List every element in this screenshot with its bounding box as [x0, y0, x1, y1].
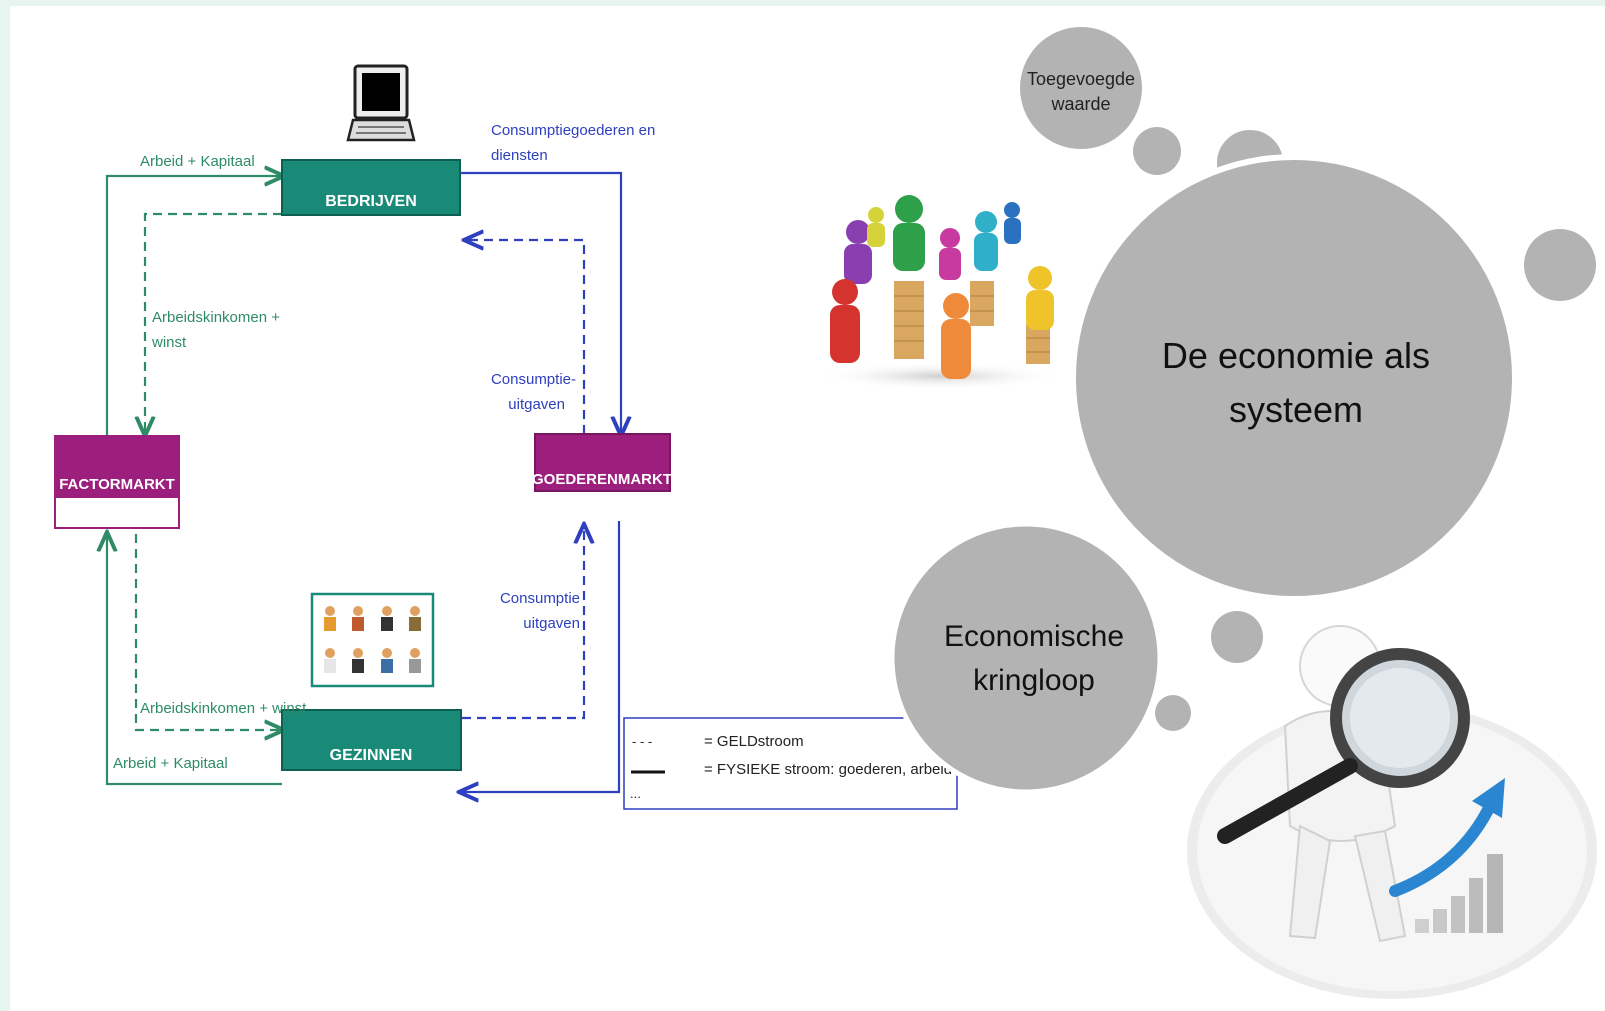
- node-gezinnen: GEZINNEN: [281, 709, 462, 771]
- bubble-kringloop-line2: kringloop: [973, 664, 1095, 697]
- figure-blue: [1004, 202, 1021, 244]
- figure-purple: [844, 220, 872, 284]
- colored-people-on-coins-illustration: [815, 195, 1065, 390]
- flow-goederen-to-gezinnen: [461, 521, 621, 792]
- bubble-toegevoegde-waarde: [1020, 27, 1142, 149]
- laptop-icon: [346, 64, 416, 142]
- node-factormarkt-label: FACTORMARKT: [59, 476, 175, 493]
- label-consumptiegoederen-line1: Consumptiegoederen en: [491, 122, 655, 139]
- legend-dots: ...: [630, 786, 641, 801]
- flow-consumptie-uitgaven-top: [466, 240, 586, 434]
- slide: BEDRIJVEN FACTORMARKT GOEDERENMARKT GEZI…: [10, 6, 1605, 1011]
- label-arbeid-kapitaal-bottom: Arbeid + Kapitaal: [113, 755, 228, 772]
- node-gezinnen-label: GEZINNEN: [330, 747, 413, 764]
- bubble-main: [1070, 154, 1518, 602]
- bubble-main-line2: systeem: [1229, 389, 1363, 430]
- growth-chart-icon: [1389, 778, 1505, 933]
- flow-consumptiegoederen: [460, 171, 621, 434]
- label-consumptiegoederen-line2: diensten: [491, 147, 548, 164]
- bubble-kringloop-line1: Economische: [944, 620, 1124, 653]
- label-consumptie-uitgaven-bottom-line2: uitgaven: [523, 615, 580, 632]
- people-icon: [310, 592, 435, 688]
- bubble-toegevoegde-line2: waarde: [1050, 94, 1110, 114]
- legend-dash-symbol: - - -: [632, 734, 652, 749]
- magnifier-figure-icon: [1187, 625, 1597, 999]
- label-consumptie-uitgaven-top-line2: uitgaven: [508, 396, 565, 413]
- bubble-main-line1: De economie als: [1162, 335, 1430, 376]
- label-arbeidsinkomen-top-line1: Arbeidskinkomen +: [152, 309, 280, 326]
- figure-pink: [939, 228, 961, 280]
- label-consumptie-uitgaven-top-line1: Consumptie-: [491, 371, 576, 388]
- legend-fysiek: = FYSIEKE stroom: goederen, arbeid: [704, 761, 952, 778]
- figure-orange: [941, 293, 971, 379]
- node-factormarkt: FACTORMARKT: [54, 435, 180, 529]
- bubbles: Toegevoegde waarde De economie als syste…: [889, 27, 1596, 795]
- bubble-small-5: [1155, 695, 1191, 731]
- flow-arbeidsinkomen-top: [145, 212, 282, 434]
- node-bedrijven: BEDRIJVEN: [281, 159, 461, 216]
- figure-yellow: [1026, 266, 1054, 330]
- bubble-small-4: [1211, 611, 1263, 663]
- node-bedrijven-label: BEDRIJVEN: [325, 193, 417, 210]
- legend-geld: = GELDstroom: [704, 733, 804, 750]
- bubble-small-1: [1133, 127, 1181, 175]
- canvas: BEDRIJVEN FACTORMARKT GOEDERENMARKT GEZI…: [54, 27, 1597, 999]
- node-goederenmarkt-label: GOEDERENMARKT: [532, 471, 672, 488]
- figure-green: [893, 195, 925, 271]
- legend: - - - = GELDstroom = FYSIEKE stroom: goe…: [623, 717, 958, 810]
- bubble-kringloop: [889, 521, 1163, 795]
- flow-arbeid-kapitaal-top: [105, 176, 282, 436]
- flow-arbeidsinkomen-bottom: [134, 534, 282, 730]
- figure-cyan: [974, 211, 998, 271]
- flow-arbeid-kapitaal-bottom: [107, 534, 282, 786]
- figure-yellow-small: [867, 207, 885, 247]
- figure-red: [830, 279, 860, 363]
- label-arbeidsinkomen-bottom: Arbeidskinkomen + winst: [140, 700, 307, 717]
- label-arbeidsinkomen-top-line2: winst: [151, 334, 187, 351]
- label-consumptie-uitgaven-bottom-line1: Consumptie: [500, 590, 580, 607]
- node-goederenmarkt: GOEDERENMARKT: [532, 433, 672, 492]
- label-arbeid-kapitaal-top: Arbeid + Kapitaal: [140, 153, 255, 170]
- flow-consumptie-uitgaven-bottom: [462, 526, 584, 720]
- bubble-toegevoegde-line1: Toegevoegde: [1027, 69, 1135, 89]
- bubble-small-3: [1524, 229, 1596, 301]
